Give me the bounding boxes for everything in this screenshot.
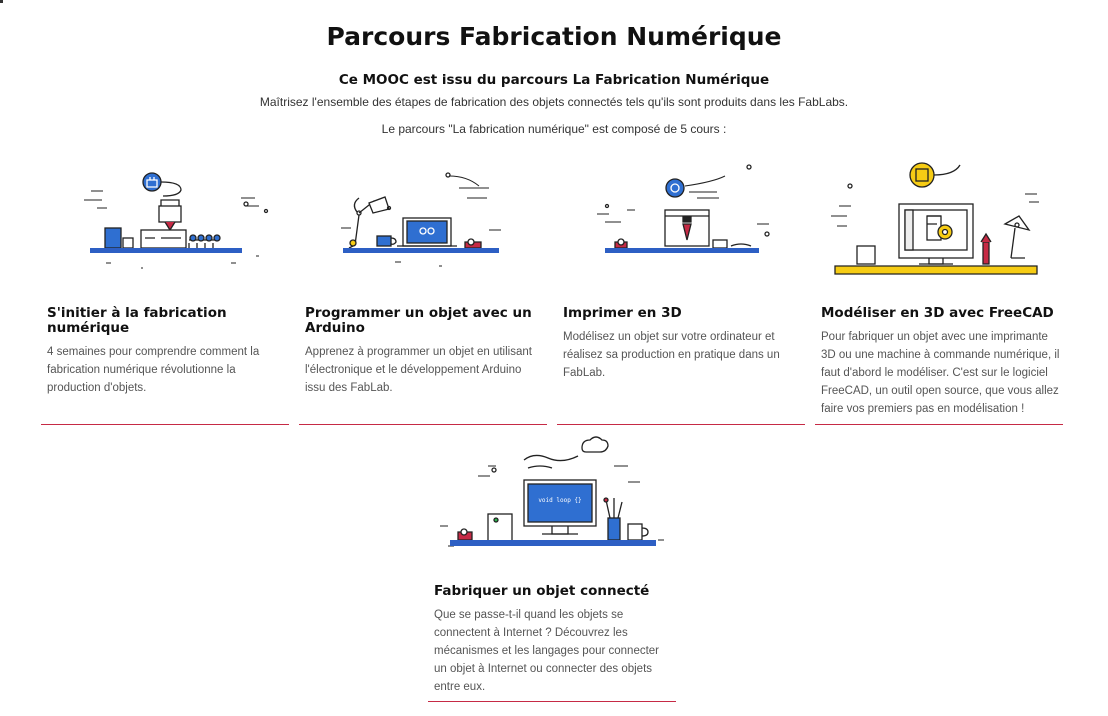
- monitor-code-illustration-icon: void loop {}: [428, 436, 678, 571]
- course-description: Modélisez un objet sur votre ordinateur …: [563, 331, 780, 379]
- page-title: Parcours Fabrication Numérique: [326, 22, 782, 51]
- course-card-arduino[interactable]: Programmer un objet avec un Arduino Appr…: [299, 158, 549, 438]
- page-subtitle: Ce MOOC est issu du parcours La Fabricat…: [338, 72, 770, 88]
- course-card-objet-connecte[interactable]: void loop {} Fabriquer un objet connecté…: [428, 436, 678, 716]
- course-description: 4 semaines pour comprendre comment la fa…: [47, 346, 260, 394]
- course-divider: [428, 701, 676, 702]
- course-card-initier[interactable]: S'initier à la fabrication numérique 4 s…: [41, 158, 291, 438]
- course-count-text: Le parcours "La fabrication numérique" e…: [381, 122, 727, 136]
- printer-robot-illustration-icon: [41, 158, 291, 293]
- screen-code-text: void loop {}: [538, 497, 581, 504]
- course-description: Apprenez à programmer un objet en utilis…: [305, 346, 532, 394]
- course-divider: [815, 424, 1063, 425]
- course-divider: [299, 424, 547, 425]
- course-title[interactable]: S'initier à la fabrication numérique: [47, 305, 227, 336]
- course-card-freecad[interactable]: Modéliser en 3D avec FreeCAD Pour fabriq…: [815, 158, 1065, 438]
- course-title[interactable]: Fabriquer un objet connecté: [434, 583, 650, 599]
- course-title[interactable]: Imprimer en 3D: [563, 305, 682, 321]
- course-description: Pour fabriquer un objet avec une imprima…: [821, 331, 1060, 415]
- freecad-monitor-illustration-icon: [815, 158, 1065, 293]
- 3d-printer-illustration-icon: [557, 158, 807, 293]
- corner-marker: [0, 0, 3, 3]
- course-card-imprimer-3d[interactable]: Imprimer en 3D Modélisez un objet sur vo…: [557, 158, 807, 438]
- course-title[interactable]: Modéliser en 3D avec FreeCAD: [821, 305, 1054, 321]
- course-divider: [41, 424, 289, 425]
- intro-text: Maîtrisez l'ensemble des étapes de fabri…: [259, 95, 849, 109]
- course-title[interactable]: Programmer un objet avec un Arduino: [305, 305, 532, 336]
- laptop-arduino-illustration-icon: [299, 158, 549, 293]
- course-description: Que se passe-t-il quand les objets se co…: [434, 609, 660, 693]
- course-divider: [557, 424, 805, 425]
